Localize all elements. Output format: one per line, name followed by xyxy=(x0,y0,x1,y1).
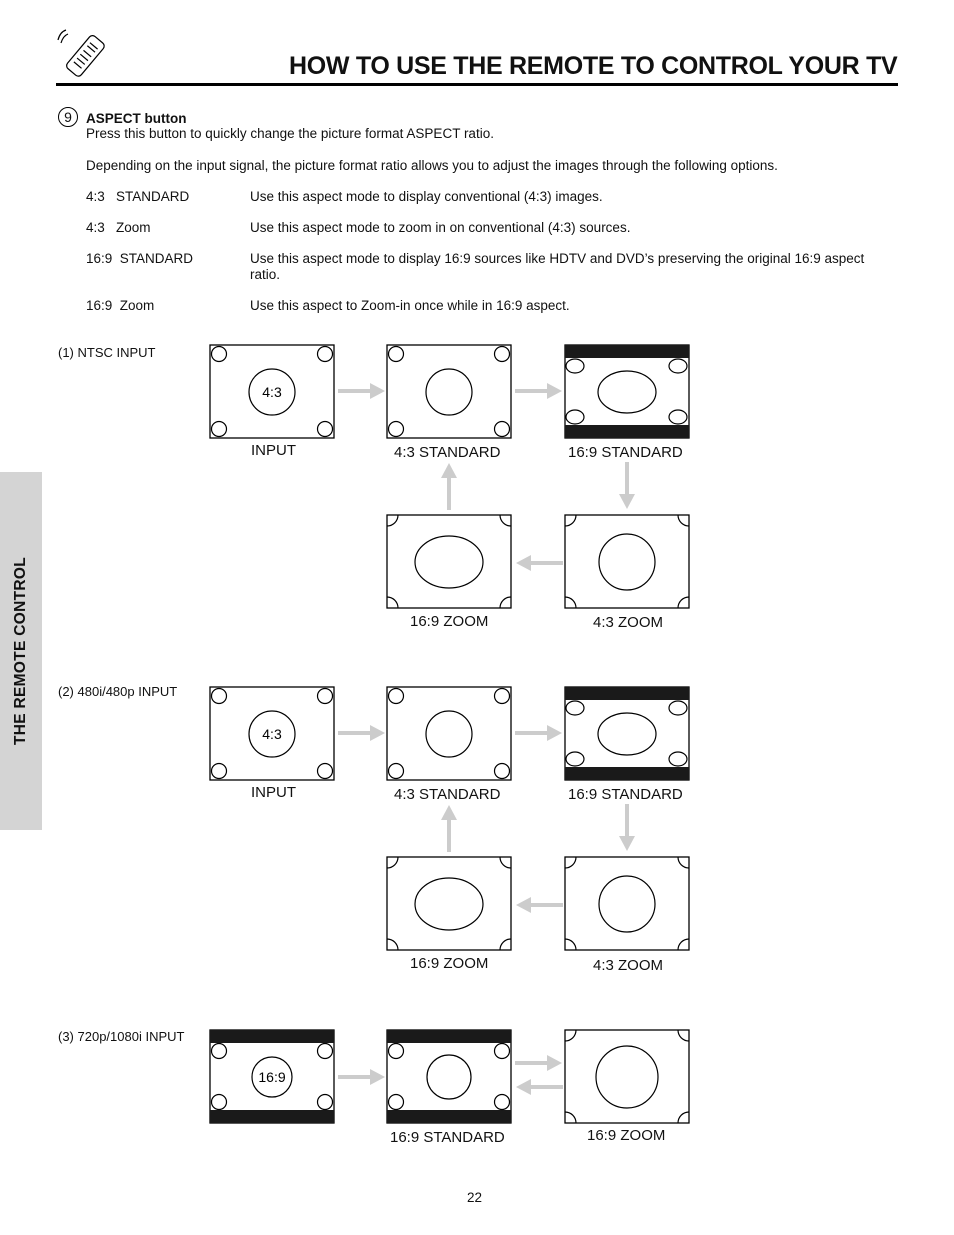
input-ratio-label: 4:3 xyxy=(262,726,282,742)
input-ratio-label: 4:3 xyxy=(262,384,282,400)
title-rule xyxy=(56,83,898,86)
input-ratio-label: 16:9 xyxy=(258,1069,285,1085)
arrow-left-icon xyxy=(516,555,563,571)
zoom169-frame xyxy=(386,856,512,951)
frame-label-zoom43: 4:3 ZOOM xyxy=(593,957,664,974)
section-number: 9 xyxy=(58,107,78,127)
section-heading: ASPECT button xyxy=(86,111,187,126)
zoom169-frame xyxy=(564,1029,690,1124)
option-desc: Use this aspect mode to display 16:9 sou… xyxy=(250,251,865,282)
frame-label-std169: 16:9 STANDARD xyxy=(390,1129,505,1146)
option-desc: Use this aspect mode to display conventi… xyxy=(250,189,603,204)
frame-label-zoom169: 16:9 ZOOM xyxy=(587,1127,666,1144)
arrow-right-icon xyxy=(515,725,562,741)
frame-label-zoom43: 4:3 ZOOM xyxy=(593,614,664,631)
zoom43-frame xyxy=(564,514,690,609)
arrow-up-icon xyxy=(441,463,457,510)
std169-frame xyxy=(386,1029,512,1124)
option-mode: 4:3 Zoom xyxy=(86,220,151,235)
std43-frame xyxy=(386,344,512,439)
frame-label-zoom169: 16:9 ZOOM xyxy=(410,955,489,972)
frame-label-std169: 16:9 STANDARD xyxy=(568,786,683,803)
frame-label-std43: 4:3 STANDARD xyxy=(394,444,501,461)
arrow-left-icon xyxy=(516,1079,563,1095)
arrow-right-icon xyxy=(338,383,385,399)
side-tab-label: THE REMOTE CONTROL xyxy=(12,557,29,745)
diagram-3-label: (3) 720p/1080i INPUT xyxy=(58,1029,185,1044)
page-number: 22 xyxy=(467,1190,483,1205)
option-mode: 16:9 Zoom xyxy=(86,298,155,313)
section-line-1: Press this button to quickly change the … xyxy=(86,126,494,141)
frame-label-std43: 4:3 STANDARD xyxy=(394,786,501,803)
option-mode: 4:3 STANDARD xyxy=(86,189,190,204)
section-line-2: Depending on the input signal, the pictu… xyxy=(86,158,778,173)
arrow-right-icon xyxy=(515,383,562,399)
page-title: HOW TO USE THE REMOTE TO CONTROL YOUR TV xyxy=(289,52,898,80)
arrow-right-icon xyxy=(515,1055,562,1071)
diagram-1-label: (1) NTSC INPUT xyxy=(58,345,156,360)
side-tab: THE REMOTE CONTROL xyxy=(0,472,42,830)
frame-label-input: INPUT xyxy=(251,784,296,801)
arrow-down-icon xyxy=(619,462,635,509)
remote-control-icon xyxy=(57,29,105,77)
std169-frame xyxy=(564,344,690,439)
arrow-up-icon xyxy=(441,805,457,852)
diagram-2-label: (2) 480i/480p INPUT xyxy=(58,684,178,699)
zoom169-frame xyxy=(386,514,512,609)
std43-frame xyxy=(386,686,512,781)
input-frame: 4:3 xyxy=(209,344,335,439)
option-mode: 16:9 STANDARD xyxy=(86,251,194,266)
arrow-right-icon xyxy=(338,1069,385,1085)
frame-label-std169: 16:9 STANDARD xyxy=(568,444,683,461)
frame-label-input: INPUT xyxy=(251,442,296,459)
arrow-down-icon xyxy=(619,804,635,851)
frame-label-zoom169: 16:9 ZOOM xyxy=(410,613,489,630)
input-frame: 16:9 xyxy=(209,1029,335,1124)
arrow-left-icon xyxy=(516,897,563,913)
std169-frame xyxy=(564,686,690,781)
arrow-right-icon xyxy=(338,725,385,741)
zoom43-frame xyxy=(564,856,690,951)
option-desc: Use this aspect mode to zoom in on conve… xyxy=(250,220,631,235)
input-frame: 4:3 xyxy=(209,686,335,781)
option-desc: Use this aspect to Zoom-in once while in… xyxy=(250,298,570,313)
